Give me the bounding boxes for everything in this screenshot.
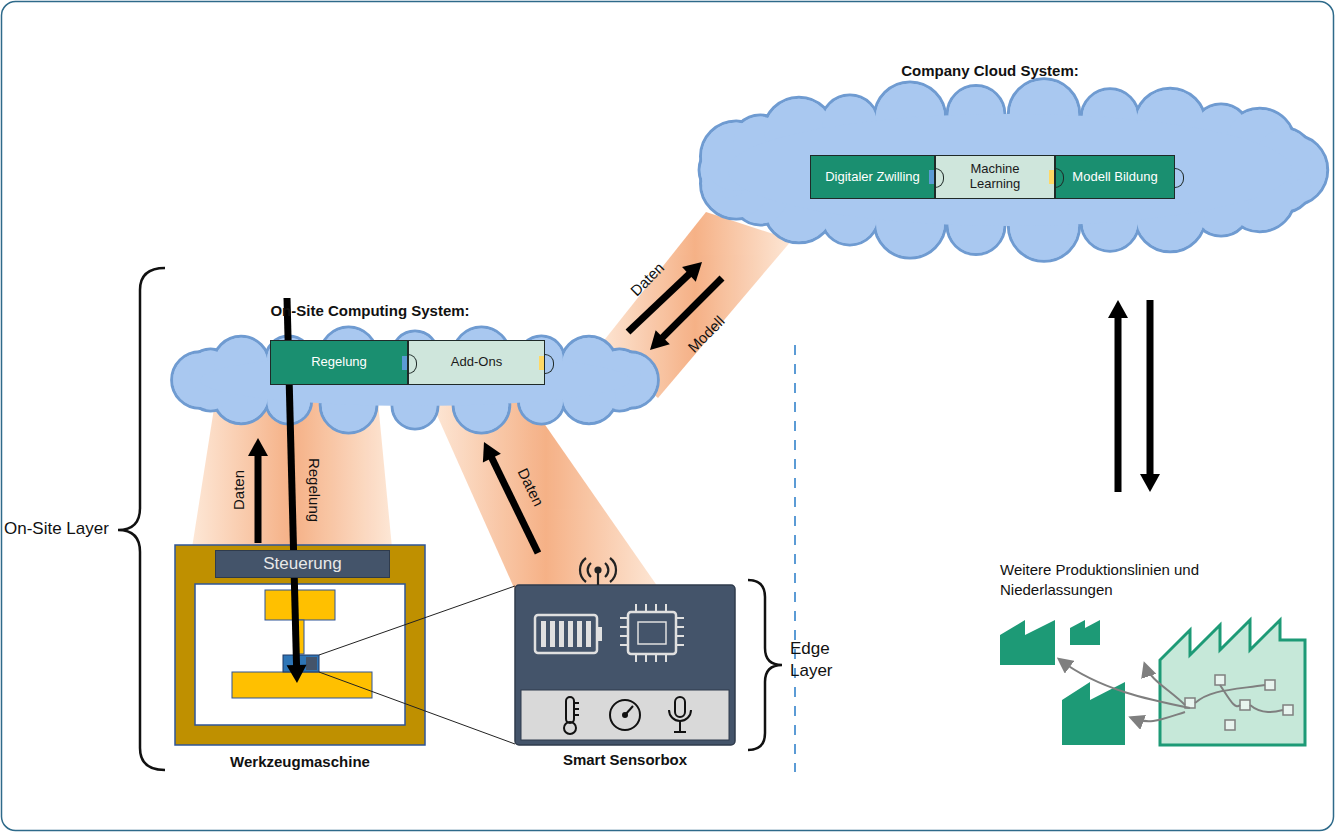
flow-arrows — [1060, 660, 1283, 721]
node-text: Digitaler Zwilling — [825, 170, 920, 185]
edge-label: Daten — [515, 465, 548, 508]
machines — [1185, 675, 1293, 730]
site-group: Weitere Produktionslinien und Niederlass… — [1000, 560, 1325, 750]
arrow-shaft — [255, 452, 262, 543]
chip-icon — [620, 604, 684, 662]
factory — [1070, 620, 1100, 645]
cloud-system: Company Cloud System: Digitaler Zwilling M… — [690, 60, 1330, 258]
microphone-icon — [669, 697, 691, 732]
arrow-shaft — [1147, 300, 1154, 478]
arrow-head — [1140, 474, 1160, 492]
puzzle-stripe — [539, 356, 544, 370]
puzzle-stripe — [929, 170, 934, 184]
system-title: Company Cloud System: — [840, 62, 1140, 79]
sensorbox: Smart Sensorbox — [515, 585, 735, 745]
factory-icon — [1000, 620, 1305, 745]
leader-line — [319, 672, 515, 744]
control-bar: Steuerung — [215, 550, 390, 578]
puzzle-piece: Machine Learning — [935, 155, 1055, 199]
machine-tool — [175, 545, 515, 745]
cloud-shape — [699, 79, 1328, 262]
puzzle-piece: Modell Bildung — [1055, 155, 1175, 199]
machine-table — [232, 672, 372, 698]
cloud-system: On-Site Computing System: Regelung Add-Ons — [170, 300, 660, 436]
edge-label: Regelung — [306, 458, 323, 522]
arrow-head — [650, 330, 670, 350]
arrow-head — [483, 442, 501, 463]
puzzle-stripe — [402, 356, 407, 370]
battery-icon — [535, 615, 602, 653]
cloud-shape — [172, 327, 659, 433]
sensorbox — [515, 558, 735, 745]
machine-window — [195, 584, 405, 725]
bracket — [118, 268, 165, 770]
divider — [794, 345, 796, 772]
edge-label: Daten — [230, 470, 247, 510]
spindle-head — [265, 590, 335, 620]
layer-label: On-Site Layer — [4, 518, 109, 540]
factory — [1160, 620, 1305, 745]
puzzle-piece: Regelung — [270, 340, 408, 385]
sensor-panel — [521, 690, 729, 740]
node-text: Weitere Produktionslinien und Niederlass… — [1000, 560, 1205, 601]
box-caption: Werkzeugmaschine — [145, 753, 455, 770]
node-text: Regelung — [311, 355, 367, 370]
layer-label: Edge Layer — [790, 638, 860, 682]
puzzle-piece: Digitaler Zwilling — [810, 155, 935, 199]
edge-label: Daten — [627, 259, 667, 299]
node-text: Add-Ons — [451, 355, 502, 370]
machine-housing — [175, 545, 425, 745]
thermometer-icon — [564, 697, 579, 734]
beams — [192, 212, 792, 590]
bracket — [748, 580, 782, 750]
factory — [1000, 620, 1055, 665]
leader-line — [319, 586, 515, 655]
box-caption: Smart Sensorbox — [485, 751, 765, 768]
arrow-head — [682, 262, 702, 282]
antenna-icon — [580, 558, 616, 585]
node-text: Modell Bildung — [1072, 170, 1157, 185]
arrow-shaft — [1115, 314, 1122, 492]
machine-tool: WerkzeugmaschineSteuerung — [175, 545, 425, 745]
edge-label: Modell — [684, 312, 727, 355]
arrow-head — [1108, 300, 1128, 318]
node-text: Machine Learning — [948, 162, 1042, 192]
arrow-head — [287, 665, 307, 683]
data-arrow — [248, 438, 268, 543]
factory — [1062, 682, 1125, 745]
gauge-icon — [610, 700, 640, 730]
arrow-head — [248, 438, 268, 456]
sensor — [306, 657, 317, 670]
clouds — [172, 79, 1328, 433]
data-arrow — [1140, 300, 1160, 492]
puzzle-piece: Add-Ons — [408, 340, 545, 385]
puzzle-tab — [544, 354, 554, 374]
node-text: Steuerung — [263, 554, 341, 574]
puzzle-tab — [1174, 168, 1184, 188]
sensorbox-housing — [515, 585, 735, 745]
beam — [598, 212, 792, 398]
system-title: On-Site Computing System: — [245, 302, 495, 319]
data-arrow — [1108, 300, 1128, 492]
puzzle-stripe — [1049, 170, 1054, 184]
